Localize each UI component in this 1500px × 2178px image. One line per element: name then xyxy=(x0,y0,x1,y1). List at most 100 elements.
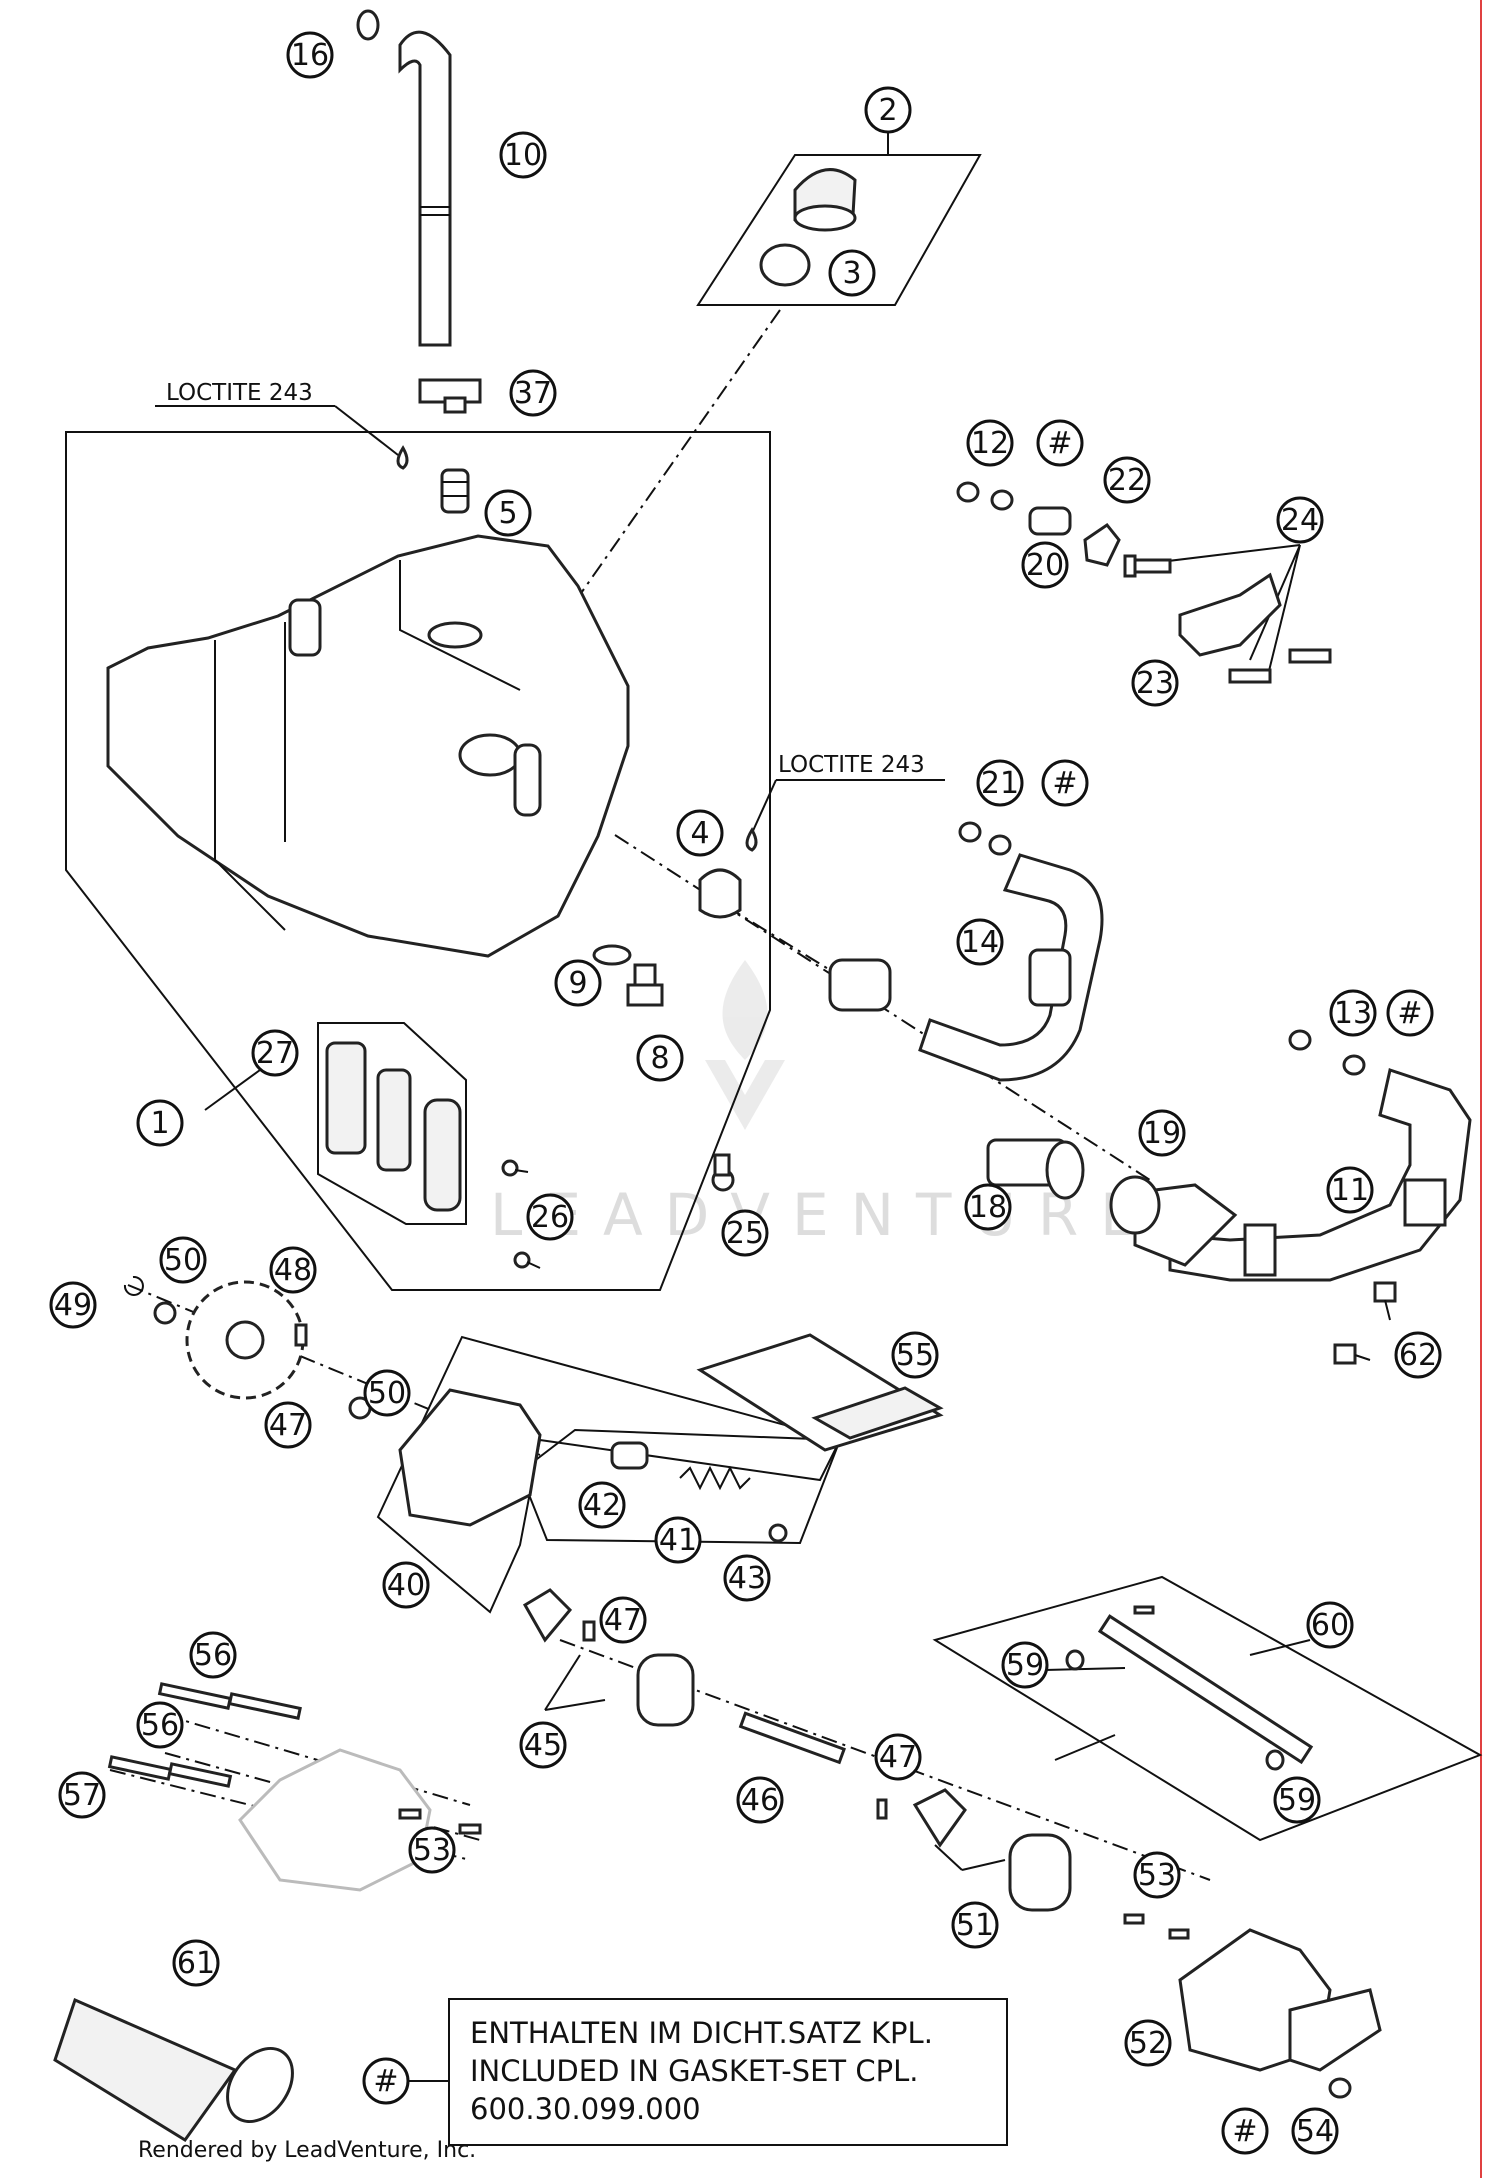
gasket-set-note: ENTHALTEN IM DICHT.SATZ KPL. INCLUDED IN… xyxy=(448,1998,1008,2146)
callout-4: 4 xyxy=(676,809,724,857)
callout-label: 27 xyxy=(256,1036,294,1071)
callout-53: 53 xyxy=(1133,1851,1181,1899)
callout-label: 59 xyxy=(1006,1648,1044,1683)
bolt-24c xyxy=(1288,648,1332,664)
callout-1: 1 xyxy=(136,1099,184,1147)
callout-label: 48 xyxy=(274,1253,312,1288)
callout-47: 47 xyxy=(599,1596,647,1644)
kit-outline-cap xyxy=(696,154,982,306)
callout-37: 37 xyxy=(509,369,557,417)
callout-12: 12 xyxy=(966,419,1014,467)
callout-42: 42 xyxy=(578,1481,626,1529)
callout-label: 24 xyxy=(1281,503,1319,538)
callout-hash: # xyxy=(1036,419,1084,467)
callout-55: 55 xyxy=(891,1331,939,1379)
callout-21: 21 xyxy=(976,759,1024,807)
callout-40: 40 xyxy=(382,1561,430,1609)
note-line-2: INCLUDED IN GASKET-SET CPL. xyxy=(470,2054,919,2088)
callout-label: 4 xyxy=(690,816,709,851)
callout-label: 8 xyxy=(650,1041,669,1076)
callout-label: 47 xyxy=(604,1603,642,1638)
callout-label: 40 xyxy=(387,1568,425,1603)
piston-42 xyxy=(610,1441,649,1470)
oil-pump-52 xyxy=(1178,1928,1382,2072)
pump-cover-ghost xyxy=(238,1748,432,1892)
watermark-text: LEADVENTURE xyxy=(490,1181,1159,1249)
footer-credit: Rendered by LeadVenture, Inc. xyxy=(138,2138,477,2163)
callout-label: # xyxy=(373,2064,398,2099)
callout-label: 12 xyxy=(971,426,1009,461)
pin-53d xyxy=(1168,1928,1190,1940)
callout-label: 18 xyxy=(969,1190,1007,1225)
callout-label: 20 xyxy=(1026,548,1064,583)
callout-label: 26 xyxy=(531,1200,569,1235)
callout-label: 53 xyxy=(1138,1858,1176,1893)
callout-label: 42 xyxy=(583,1488,621,1523)
callout-11: 11 xyxy=(1326,1166,1374,1214)
callout-19: 19 xyxy=(1138,1109,1186,1157)
pin-47c xyxy=(876,1798,888,1820)
loctite-label-2: LOCTITE 243 xyxy=(778,752,925,778)
callout-hash: # xyxy=(1221,2107,1269,2155)
callout-label: 49 xyxy=(54,1288,92,1323)
knob-22 xyxy=(1083,522,1121,567)
callout-label: 11 xyxy=(1331,1173,1369,1208)
callout-label: 3 xyxy=(842,256,861,291)
screw-25 xyxy=(711,1153,735,1192)
callout-label: 14 xyxy=(961,925,999,960)
loctite-drop-1 xyxy=(396,445,409,470)
pin-60 xyxy=(1133,1605,1155,1615)
callout-59: 59 xyxy=(1001,1641,1049,1689)
rotor-45 xyxy=(522,1588,695,1727)
note-line-1: ENTHALTEN IM DICHT.SATZ KPL. xyxy=(470,2016,933,2050)
callout-59: 59 xyxy=(1273,1776,1321,1824)
callout-label: 22 xyxy=(1108,463,1146,498)
callout-label: 56 xyxy=(194,1638,232,1673)
callout-label: 46 xyxy=(741,1783,779,1818)
oil-screen-55 xyxy=(696,1333,944,1452)
kit-outline-valve xyxy=(518,1428,842,1545)
page-edge-line xyxy=(1480,0,1482,2178)
bracket-23 xyxy=(1178,572,1282,657)
oil-hose-11 xyxy=(1133,1068,1472,1282)
callout-label: 43 xyxy=(728,1561,766,1596)
bolt-24b xyxy=(1228,668,1272,684)
callout-51: 51 xyxy=(951,1901,999,1949)
callout-hash: # xyxy=(1386,989,1434,1037)
callout-label: 21 xyxy=(981,766,1019,801)
callout-label: 41 xyxy=(659,1523,697,1558)
plug-43 xyxy=(768,1523,788,1543)
callout-14: 14 xyxy=(956,918,1004,966)
callout-label: 50 xyxy=(368,1376,406,1411)
callout-label: 60 xyxy=(1311,1608,1349,1643)
callout-62: 62 xyxy=(1394,1331,1442,1379)
callout-label: 47 xyxy=(269,1408,307,1443)
pump-housing-40 xyxy=(398,1388,542,1527)
callout-label: 61 xyxy=(177,1946,215,1981)
screen-b xyxy=(376,1068,412,1172)
circlip-49 xyxy=(123,1275,144,1296)
callout-45: 45 xyxy=(519,1721,567,1769)
callout-label: 55 xyxy=(896,1338,934,1373)
screw-26a xyxy=(501,1159,529,1177)
callout-label: 5 xyxy=(498,496,517,531)
washer-50a xyxy=(153,1301,177,1325)
bolt-56c xyxy=(167,1762,233,1788)
o-ring-21b xyxy=(988,834,1012,856)
callout-10: 10 xyxy=(499,131,547,179)
o-ring-13b xyxy=(1342,1054,1366,1076)
o-ring-21a xyxy=(958,821,982,843)
kit-outline-tank xyxy=(65,431,771,1291)
oil-tank xyxy=(106,534,630,958)
callout-label: 2 xyxy=(878,93,897,128)
callout-label: 23 xyxy=(1136,666,1174,701)
callout-label: 59 xyxy=(1278,1783,1316,1818)
shaft-46 xyxy=(738,1711,846,1765)
pin-53c xyxy=(1123,1913,1145,1925)
callout-22: 22 xyxy=(1103,456,1151,504)
watermark-logo xyxy=(705,960,785,1130)
o-ring-12a xyxy=(956,481,980,503)
seal-ring-19 xyxy=(1109,1175,1161,1235)
callout-label: # xyxy=(1052,766,1077,801)
